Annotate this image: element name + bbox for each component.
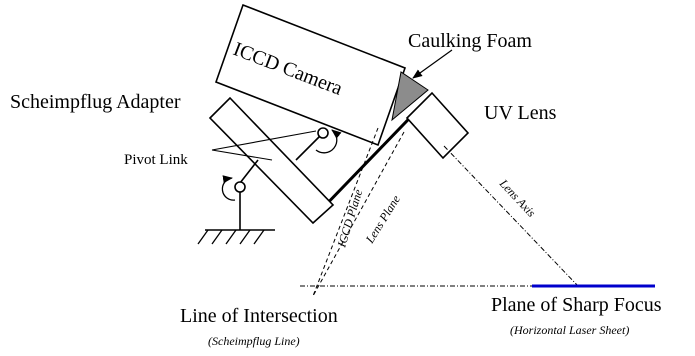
lens-plane-line (312, 131, 405, 297)
laser-sheet-label: (Horizontal Laser Sheet) (510, 323, 629, 337)
lens-plane-label: Lens Plane (362, 192, 403, 246)
pivot-link-label: Pivot Link (124, 152, 188, 168)
circular-arrow-icon (315, 129, 342, 154)
plane-of-sharp-focus-label: Plane of Sharp Focus (491, 294, 662, 316)
scheimpflug-adapter (208, 96, 335, 225)
pivot-joint-lower (234, 181, 246, 193)
iccd-plane-label: ICCD Plane (334, 187, 365, 250)
pivot-link-pointers (211, 130, 317, 161)
scheimpflug-adapter-label: Scheimpflug Adapter (10, 91, 181, 113)
uv-lens-label: UV Lens (484, 102, 557, 124)
lens-axis-line (443, 145, 579, 287)
caulking-foam (391, 71, 429, 122)
pivot-joint-upper (317, 127, 329, 139)
construction-lines (300, 127, 579, 297)
pivot-link-arms (234, 127, 329, 193)
line-of-intersection-label: Line of Intersection (180, 305, 338, 327)
scheimpflug-line-label: (Scheimpflug Line) (208, 334, 300, 348)
uv-lens (405, 91, 470, 160)
circular-arrow-icon (221, 175, 236, 201)
caulking-foam-label: Caulking Foam (408, 30, 532, 52)
iccd-camera (214, 3, 407, 147)
hatched-ground-icon (197, 192, 275, 245)
caulking-foam-arrow (412, 49, 453, 79)
iccd-plane-extension (312, 127, 379, 297)
lens-axis-label: Lens Axis (496, 176, 539, 220)
